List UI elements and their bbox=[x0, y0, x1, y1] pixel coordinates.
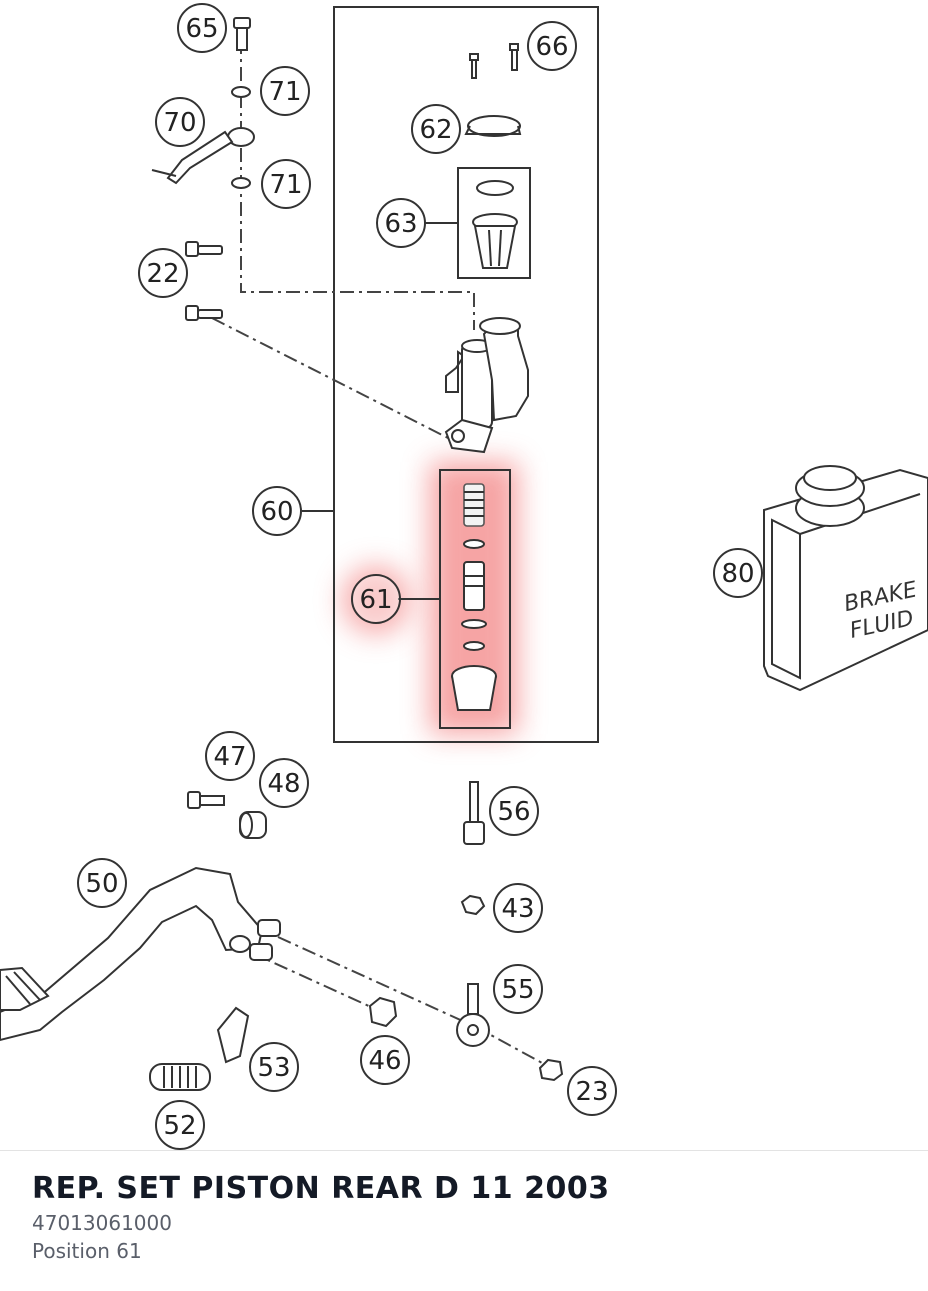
svg-text:71: 71 bbox=[269, 170, 302, 200]
svg-text:60: 60 bbox=[260, 497, 293, 527]
bolt-47[interactable] bbox=[187, 791, 225, 809]
washer-71-top[interactable] bbox=[231, 86, 251, 98]
callout-55[interactable]: 55 bbox=[493, 964, 543, 1014]
callout-52[interactable]: 52 bbox=[155, 1100, 205, 1150]
filter-insert-63[interactable] bbox=[472, 180, 518, 269]
bushing-48[interactable] bbox=[239, 811, 267, 839]
nut-23[interactable] bbox=[538, 1058, 564, 1082]
callout-43[interactable]: 43 bbox=[493, 883, 543, 933]
hose-banjo-70[interactable] bbox=[151, 127, 255, 185]
screw-22-top[interactable] bbox=[185, 241, 223, 257]
callout-70[interactable]: 70 bbox=[155, 97, 205, 147]
svg-text:62: 62 bbox=[419, 115, 452, 145]
callout-61[interactable]: 61 bbox=[351, 574, 401, 624]
part-title: REP. SET PISTON REAR D 11 2003 bbox=[32, 1171, 610, 1206]
screw-22-bottom[interactable] bbox=[185, 305, 223, 321]
master-cylinder-body[interactable] bbox=[444, 317, 529, 454]
svg-text:23: 23 bbox=[575, 1077, 608, 1107]
svg-text:61: 61 bbox=[359, 585, 392, 615]
callout-48[interactable]: 48 bbox=[259, 758, 309, 808]
nut-46[interactable] bbox=[368, 996, 398, 1028]
callout-65[interactable]: 65 bbox=[177, 3, 227, 53]
bolt-65[interactable] bbox=[233, 17, 251, 51]
svg-text:47: 47 bbox=[213, 742, 246, 772]
svg-text:63: 63 bbox=[384, 209, 417, 239]
callout-60[interactable]: 60 bbox=[252, 486, 302, 536]
svg-text:80: 80 bbox=[721, 559, 754, 589]
callout-46[interactable]: 46 bbox=[360, 1035, 410, 1085]
svg-text:70: 70 bbox=[163, 108, 196, 138]
brake-pedal-50[interactable] bbox=[0, 866, 281, 1042]
callout-71-bottom[interactable]: 71 bbox=[261, 159, 311, 209]
svg-text:43: 43 bbox=[501, 894, 534, 924]
push-rod-56[interactable] bbox=[463, 781, 485, 845]
callout-80[interactable]: 80 bbox=[713, 548, 763, 598]
svg-text:52: 52 bbox=[163, 1111, 196, 1141]
callout-56[interactable]: 56 bbox=[489, 786, 539, 836]
part-info-panel: REP. SET PISTON REAR D 11 2003 470130610… bbox=[0, 1150, 928, 1291]
svg-text:48: 48 bbox=[267, 769, 300, 799]
svg-text:66: 66 bbox=[535, 32, 568, 62]
assembly-frame bbox=[333, 6, 599, 743]
callout-63[interactable]: 63 bbox=[376, 198, 426, 248]
svg-text:55: 55 bbox=[501, 975, 534, 1005]
spring-52[interactable] bbox=[149, 1063, 211, 1091]
screw-66[interactable] bbox=[469, 43, 519, 79]
svg-text:53: 53 bbox=[257, 1053, 290, 1083]
callout-47[interactable]: 47 bbox=[205, 731, 255, 781]
svg-text:65: 65 bbox=[185, 14, 218, 44]
callout-50[interactable]: 50 bbox=[77, 858, 127, 908]
callout-23[interactable]: 23 bbox=[567, 1066, 617, 1116]
brake-fluid-can-80[interactable]: BRAKE FLUID bbox=[763, 465, 928, 692]
svg-text:46: 46 bbox=[368, 1046, 401, 1076]
svg-text:50: 50 bbox=[85, 869, 118, 899]
svg-text:22: 22 bbox=[146, 259, 179, 289]
plate-53[interactable] bbox=[216, 1006, 250, 1064]
callout-53[interactable]: 53 bbox=[249, 1042, 299, 1092]
svg-text:71: 71 bbox=[268, 77, 301, 107]
clevis-55[interactable] bbox=[456, 983, 490, 1047]
washer-71-bottom[interactable] bbox=[231, 177, 251, 189]
reservoir-cap-62[interactable] bbox=[464, 115, 522, 137]
exploded-parts-diagram: BRAKE FLUID bbox=[0, 3, 928, 1150]
part-position: Position 61 bbox=[32, 1239, 142, 1263]
nut-43[interactable] bbox=[460, 894, 486, 916]
callout-22[interactable]: 22 bbox=[138, 248, 188, 298]
piston-set-61[interactable] bbox=[451, 483, 497, 711]
callout-66[interactable]: 66 bbox=[527, 21, 577, 71]
svg-text:56: 56 bbox=[497, 797, 530, 827]
callout-71-top[interactable]: 71 bbox=[260, 66, 310, 116]
callout-62[interactable]: 62 bbox=[411, 104, 461, 154]
part-number: 47013061000 bbox=[32, 1211, 172, 1235]
